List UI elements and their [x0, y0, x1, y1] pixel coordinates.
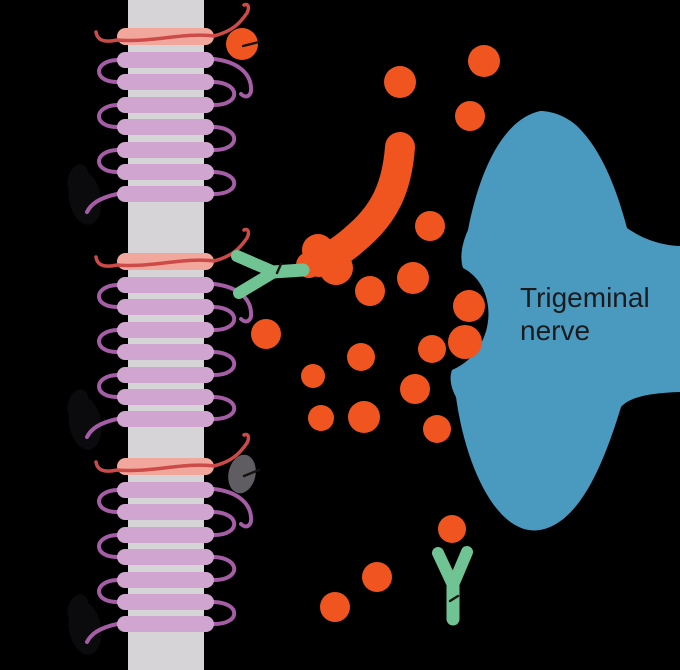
cgrp-molecule	[418, 335, 446, 363]
cgrp-molecule	[251, 319, 281, 349]
cgrp-molecule	[400, 374, 430, 404]
cgrp-molecule	[308, 405, 334, 431]
trigeminal-nerve-shape	[450, 111, 680, 531]
cgrp-molecule	[355, 276, 385, 306]
cgrp-molecule	[453, 290, 485, 322]
cgrp-molecule	[362, 562, 392, 592]
nerve-label-line1: Trigeminal	[520, 282, 650, 313]
cgrp-molecule	[415, 211, 445, 241]
cgrp-molecule	[301, 364, 325, 388]
anti-cgrp-antibody-capturing-cgrp	[432, 546, 473, 626]
cgrp-molecule	[438, 515, 466, 543]
cgrp-molecule	[448, 325, 482, 359]
nerve-label-line2: nerve	[520, 315, 590, 346]
cgrp-bound-to-receptor	[226, 28, 261, 60]
cgrp-molecule	[397, 262, 429, 294]
trigeminal-nerve-label: Trigeminal nerve	[520, 282, 657, 346]
cgrp-molecule	[384, 66, 416, 98]
cgrp-molecule	[423, 415, 451, 443]
cgrp-molecule	[319, 251, 353, 285]
cgrp-molecule	[320, 592, 350, 622]
anti-cgrp-antibody-blocking-receptor	[231, 250, 310, 299]
cgrp-molecule	[468, 45, 500, 77]
cgrp-molecule	[455, 101, 485, 131]
cgrp-molecule	[348, 401, 380, 433]
cgrp-molecule	[347, 343, 375, 371]
receptor-antagonist	[228, 454, 261, 494]
